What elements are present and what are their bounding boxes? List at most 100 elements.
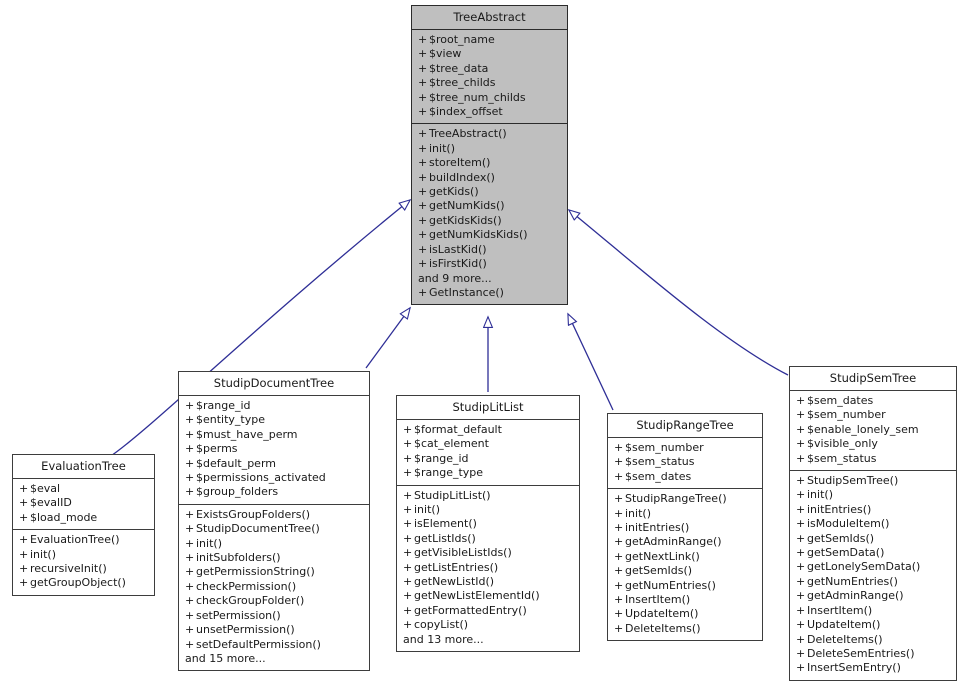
member-name: getSemData(): [807, 546, 885, 560]
class-member: +$sem_number: [614, 441, 757, 455]
class-member: +StudipSemTree(): [796, 474, 951, 488]
class-box-studipdocumenttree[interactable]: StudipDocumentTree +$range_id+$entity_ty…: [178, 371, 370, 672]
member-name: getVisibleListIds(): [414, 546, 512, 560]
class-member: +getKids(): [418, 185, 562, 199]
member-name: getPermissionString(): [196, 565, 315, 579]
class-member: +storeItem(): [418, 156, 562, 170]
class-box-studiprangetree[interactable]: StudipRangeTree +$sem_number+$sem_status…: [607, 413, 763, 642]
visibility-marker: +: [185, 427, 195, 441]
class-member: +initSubfolders(): [185, 551, 364, 565]
methods-compartment-treeabstract: +TreeAbstract()+init()+storeItem()+build…: [412, 124, 567, 304]
class-box-studipsemtree[interactable]: StudipSemTree +$sem_dates+$sem_number+$e…: [789, 366, 957, 681]
member-name: TreeAbstract(): [429, 127, 507, 141]
compartment-divider: [608, 437, 762, 438]
attributes-compartment-studiplitlist: +$format_default+$cat_element+$range_id+…: [397, 420, 579, 485]
member-name: getKids(): [429, 185, 479, 199]
member-name: $tree_childs: [429, 76, 496, 90]
member-name: $cat_element: [414, 437, 489, 451]
class-box-treeabstract[interactable]: TreeAbstract +$root_name+$view+$tree_dat…: [411, 5, 568, 306]
member-name: init(): [30, 547, 56, 561]
class-member: +isFirstKid(): [418, 257, 562, 271]
class-member: +GetInstance(): [418, 286, 562, 300]
attributes-compartment-treeabstract: +$root_name+$view+$tree_data+$tree_child…: [412, 30, 567, 123]
class-name-studipsemtree: StudipSemTree: [829, 371, 917, 385]
visibility-marker: +: [185, 522, 195, 536]
class-member: +$cat_element: [403, 437, 574, 451]
member-name: $permissions_activated: [196, 471, 326, 485]
visibility-marker: +: [19, 510, 29, 524]
class-member: +DeleteItems(): [796, 633, 951, 647]
member-name: getNewListId(): [414, 575, 495, 589]
member-name: storeItem(): [429, 156, 491, 170]
member-name: init(): [196, 536, 222, 550]
member-name: unsetPermission(): [196, 623, 295, 637]
visibility-marker: +: [403, 423, 413, 436]
class-member: +copyList(): [403, 618, 574, 632]
visibility-marker: +: [418, 170, 428, 184]
visibility-marker: +: [185, 565, 195, 579]
visibility-marker: +: [403, 437, 413, 451]
member-name: $sem_status: [807, 451, 877, 465]
visibility-marker: +: [418, 257, 428, 271]
visibility-marker: +: [796, 603, 806, 617]
class-member: +getAdminRange(): [614, 535, 757, 549]
class-member: +getNewListId(): [403, 575, 574, 589]
visibility-marker: +: [418, 76, 428, 90]
class-member: +$sem_number: [796, 408, 951, 422]
compartment-divider: [13, 529, 154, 531]
compartment-divider: [412, 29, 567, 30]
visibility-marker: +: [614, 521, 624, 535]
visibility-marker: +: [796, 574, 806, 588]
member-name: getGroupObject(): [30, 576, 126, 590]
member-name: buildIndex(): [429, 170, 495, 184]
member-name: init(): [625, 506, 651, 520]
member-name: getNewListElementId(): [414, 589, 540, 603]
visibility-marker: +: [796, 531, 806, 545]
member-name: initEntries(): [625, 521, 690, 535]
member-name: $default_perm: [196, 456, 276, 470]
class-member: +setDefaultPermission(): [185, 638, 364, 652]
class-member: +$must_have_perm: [185, 428, 364, 442]
member-name: InsertItem(): [625, 593, 691, 607]
member-name: GetInstance(): [429, 285, 504, 299]
visibility-marker: +: [796, 517, 806, 531]
visibility-marker: +: [185, 551, 195, 565]
member-name: $view: [429, 47, 462, 61]
class-member: +isLastKid(): [418, 243, 562, 257]
class-member: +DeleteSemEntries(): [796, 647, 951, 661]
visibility-marker: +: [403, 517, 413, 531]
member-name: $perms: [196, 442, 238, 456]
class-member: +$evalID: [19, 496, 149, 510]
class-member: +recursiveInit(): [19, 562, 149, 576]
class-member-overflow-note: and 15 more...: [185, 651, 266, 665]
member-name: DeleteItems(): [807, 632, 883, 646]
visibility-marker: +: [614, 564, 624, 578]
visibility-marker: +: [418, 33, 428, 46]
visibility-marker: +: [796, 422, 806, 436]
class-member: +getNumKids(): [418, 199, 562, 213]
visibility-marker: +: [418, 141, 428, 155]
visibility-marker: +: [185, 507, 195, 521]
member-name: isModuleItem(): [807, 517, 890, 531]
member-name: getNextLink(): [625, 549, 700, 563]
class-name-evaluationtree: EvaluationTree: [41, 459, 126, 473]
member-name: getListIds(): [414, 531, 476, 545]
member-name: checkPermission(): [196, 579, 297, 593]
class-member: +InsertItem(): [614, 593, 757, 607]
class-member: +setPermission(): [185, 609, 364, 623]
visibility-marker: +: [403, 575, 413, 589]
class-member: +$perms: [185, 442, 364, 456]
compartment-divider: [397, 484, 579, 486]
visibility-marker: +: [614, 441, 624, 454]
class-box-studiplitlist[interactable]: StudipLitList +$format_default+$cat_elem…: [396, 395, 580, 653]
member-name: $range_type: [414, 466, 484, 480]
visibility-marker: +: [403, 451, 413, 465]
class-member: +getVisibleListIds(): [403, 546, 574, 560]
visibility-marker: +: [403, 618, 413, 632]
class-box-evaluationtree[interactable]: EvaluationTree +$eval+$evalID+$load_mode…: [12, 454, 155, 596]
class-member: +$tree_childs: [418, 76, 562, 90]
member-name: getAdminRange(): [625, 535, 722, 549]
class-member: +ExistsGroupFolders(): [185, 508, 364, 522]
visibility-marker: +: [185, 608, 195, 622]
visibility-marker: +: [796, 408, 806, 422]
